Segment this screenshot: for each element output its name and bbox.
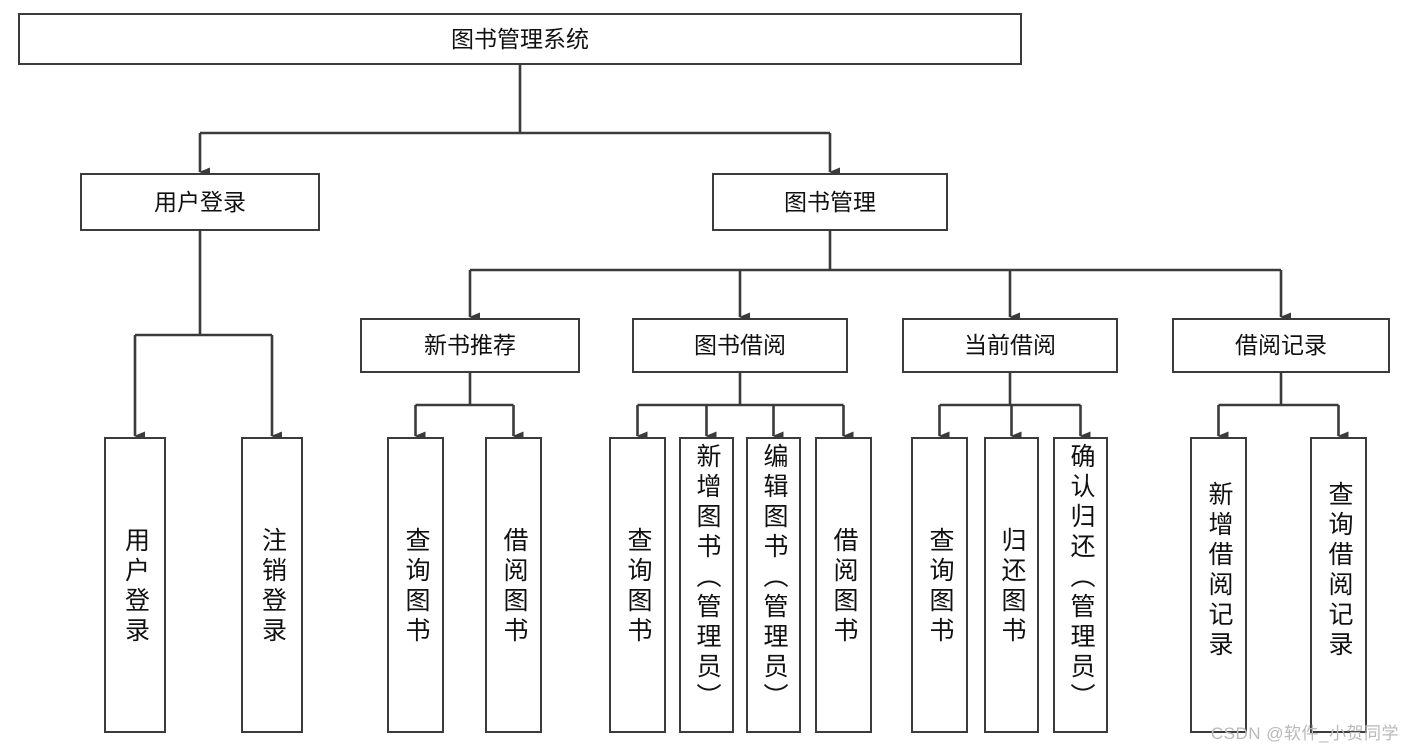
node-current-borrow[interactable]: 当前借阅 (902, 318, 1118, 373)
node-label: 借阅记录 (1235, 332, 1327, 358)
node-label: 查询图书 (926, 527, 954, 647)
node-label: 注销登录 (258, 527, 287, 647)
node-leaf-query-book-2[interactable]: 查询图书 (609, 437, 666, 733)
node-leaf-query-book-1[interactable]: 查询图书 (387, 437, 444, 733)
node-label: 当前借阅 (964, 332, 1056, 358)
node-label: 新增借阅记录 (1205, 481, 1233, 661)
node-label: 编辑图书（管理员） (760, 443, 788, 713)
node-book-manage[interactable]: 图书管理 (712, 173, 948, 231)
watermark-text: CSDN @软件_小贺同学 (1210, 724, 1399, 743)
node-user-login[interactable]: 用户登录 (80, 173, 320, 231)
node-label: 用户登录 (121, 527, 150, 647)
node-label: 查询借阅记录 (1325, 481, 1353, 661)
node-leaf-borrow-book-2[interactable]: 借阅图书 (815, 437, 872, 733)
node-label: 借阅图书 (830, 527, 858, 647)
node-leaf-return-book[interactable]: 归还图书 (984, 437, 1039, 733)
node-label: 借阅图书 (500, 527, 528, 647)
node-leaf-borrow-book-1[interactable]: 借阅图书 (485, 437, 542, 733)
node-leaf-edit-book[interactable]: 编辑图书（管理员） (746, 437, 801, 733)
node-label: 新增图书（管理员） (693, 443, 721, 713)
node-label: 图书管理系统 (451, 25, 589, 52)
node-leaf-user-logout[interactable]: 注销登录 (241, 437, 303, 733)
node-leaf-add-record[interactable]: 新增借阅记录 (1190, 437, 1247, 733)
node-leaf-add-book[interactable]: 新增图书（管理员） (679, 437, 734, 733)
node-label: 用户登录 (154, 188, 246, 215)
node-book-borrow[interactable]: 图书借阅 (632, 318, 848, 373)
node-label: 图书借阅 (694, 332, 786, 358)
node-label: 新书推荐 (424, 332, 516, 358)
node-leaf-query-book-3[interactable]: 查询图书 (911, 437, 968, 733)
node-label: 归还图书 (998, 527, 1026, 647)
node-leaf-query-record[interactable]: 查询借阅记录 (1310, 437, 1367, 733)
node-leaf-confirm-return[interactable]: 确认归还（管理员） (1053, 437, 1108, 733)
node-label: 确认归还（管理员） (1067, 443, 1095, 713)
node-leaf-user-login[interactable]: 用户登录 (104, 437, 166, 733)
node-label: 图书管理 (784, 188, 876, 215)
node-label: 查询图书 (624, 527, 652, 647)
node-label: 查询图书 (402, 527, 430, 647)
node-borrow-record[interactable]: 借阅记录 (1172, 318, 1390, 373)
node-root-system[interactable]: 图书管理系统 (18, 13, 1022, 65)
node-new-book-rec[interactable]: 新书推荐 (360, 318, 580, 373)
